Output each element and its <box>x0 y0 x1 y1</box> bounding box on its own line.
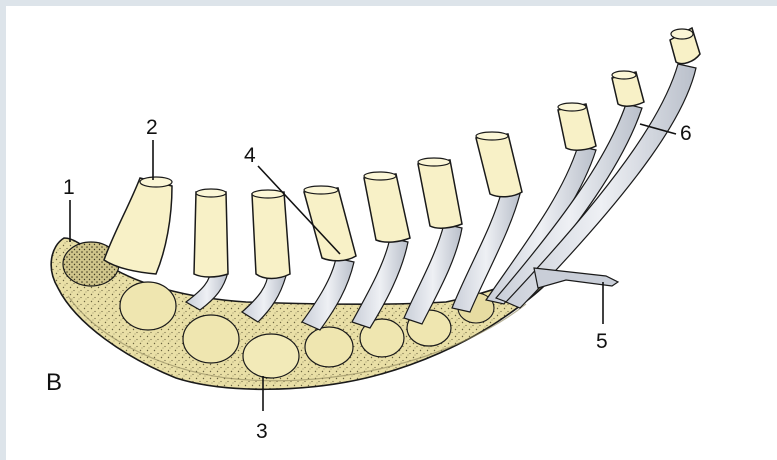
sternebra <box>243 334 299 378</box>
rib-end <box>418 160 462 228</box>
rib-end <box>364 174 410 242</box>
rib-cap <box>612 71 636 79</box>
anatomy-diagram: 1 2 3 4 5 6 B <box>6 6 777 460</box>
label-2: 2 <box>146 116 158 139</box>
label-6: 6 <box>680 122 692 145</box>
label-3: 3 <box>256 420 268 443</box>
rib-cap <box>196 189 226 197</box>
rib-cap <box>671 29 693 39</box>
rib-cap <box>476 132 508 140</box>
figure-frame: 1 2 3 4 5 6 B <box>6 6 777 460</box>
sternebra <box>120 282 176 330</box>
xiphoid-process <box>534 268 618 288</box>
sternebra <box>183 315 239 363</box>
label-4: 4 <box>244 144 256 167</box>
rib-cap <box>304 186 338 194</box>
rib-cap <box>418 158 450 166</box>
label-1: 1 <box>63 176 75 199</box>
rib-cap <box>558 103 586 111</box>
rib-cap <box>140 177 172 187</box>
rib-end <box>194 192 228 277</box>
rib-cap <box>252 190 284 198</box>
rib-end <box>476 134 522 197</box>
panel-letter: B <box>46 369 62 396</box>
rib-cap <box>364 172 396 180</box>
label-5: 5 <box>596 330 608 353</box>
rib-end <box>104 178 172 274</box>
sternebra <box>305 327 353 367</box>
rib-end <box>252 192 290 279</box>
